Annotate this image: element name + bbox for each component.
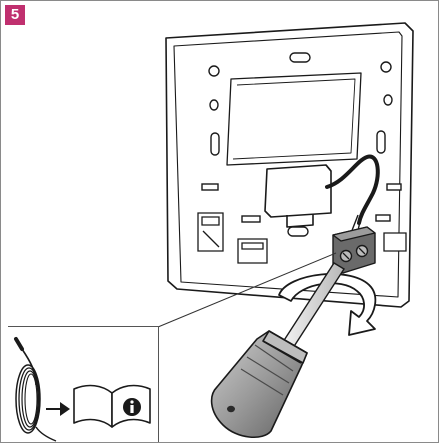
sensor-module [264, 164, 332, 228]
manual-info-icon [73, 384, 151, 428]
sensor-cable-icon [14, 337, 57, 442]
arrow-right-icon [46, 402, 70, 416]
terminal-block [332, 226, 376, 274]
screwdriver-handle [210, 330, 308, 438]
inset-illustration [14, 337, 151, 442]
sensor-cable [325, 154, 380, 225]
step-number-badge: 5 [5, 5, 25, 25]
leader-line [157, 252, 337, 328]
terminal-clips [197, 212, 407, 264]
inset-detail-box [8, 326, 159, 442]
mounting-slots [201, 52, 402, 237]
